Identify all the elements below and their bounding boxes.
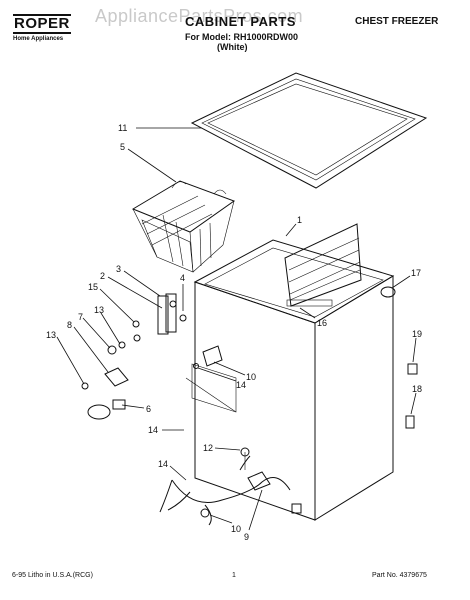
page-title: CABINET PARTS <box>185 14 296 29</box>
hinge-assembly <box>132 293 187 342</box>
model-subtitle: For Model: RH1000RDW00 <box>185 32 299 42</box>
wire-basket <box>131 180 236 273</box>
callout-14-middle: 14 <box>148 425 158 435</box>
callout-19: 19 <box>412 329 422 339</box>
product-category: CHEST FREEZER <box>355 16 439 27</box>
callout-6: 6 <box>146 404 151 414</box>
wiring-harness <box>159 447 302 526</box>
callout-labels: 11 5 1 3 4 2 15 17 7 8 13 13 16 19 10 14… <box>46 123 422 542</box>
callout-10-upper: 10 <box>246 372 256 382</box>
callout-14-lower: 14 <box>158 459 168 469</box>
callout-1: 1 <box>297 215 302 225</box>
side-parts <box>380 286 418 429</box>
callout-18: 18 <box>412 384 422 394</box>
lower-bracket <box>81 341 129 420</box>
callout-16: 16 <box>317 318 327 328</box>
lid-gasket <box>190 72 428 189</box>
leader-lines <box>56 127 417 531</box>
callout-9: 9 <box>244 532 249 542</box>
logo-brand-text: ROPER <box>13 14 71 34</box>
brand-logo: ROPER Home Appliances <box>13 14 103 42</box>
color-variant: (White) <box>217 42 248 52</box>
callout-17: 17 <box>411 268 421 278</box>
footer-part-number: Part No. 4379675 <box>372 572 427 579</box>
callout-3: 3 <box>116 264 121 274</box>
callout-10-lower: 10 <box>231 524 241 534</box>
callout-13-upper: 13 <box>94 305 104 315</box>
callout-11: 11 <box>118 123 127 133</box>
callout-15: 15 <box>88 282 98 292</box>
center-bracket <box>193 345 223 369</box>
divider-panel <box>284 223 362 307</box>
callout-14-upper: 14 <box>236 380 246 390</box>
callout-5: 5 <box>120 142 125 152</box>
callout-13-lower: 13 <box>46 330 56 340</box>
logo-subtext: Home Appliances <box>13 36 64 42</box>
watermark: AppliancePartsPros.com <box>95 6 304 26</box>
callout-7: 7 <box>78 312 83 322</box>
cabinet-body <box>185 239 395 521</box>
footer-page-number: 1 <box>232 572 236 579</box>
callout-12: 12 <box>203 443 213 453</box>
footer-print-info: 6-95 Litho in U.S.A.(RCG) <box>12 572 93 579</box>
callout-8: 8 <box>67 320 72 330</box>
callout-4: 4 <box>180 273 185 283</box>
callout-2: 2 <box>100 271 105 281</box>
